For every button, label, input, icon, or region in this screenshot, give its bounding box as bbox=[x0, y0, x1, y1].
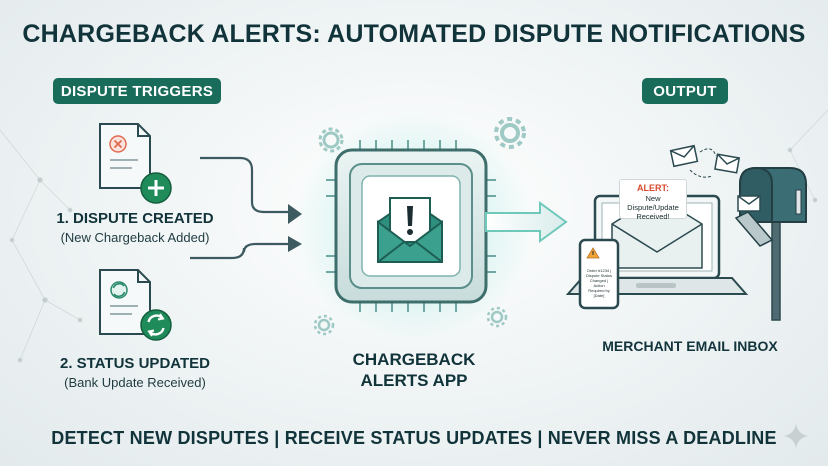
status-update-document-icon bbox=[99, 269, 172, 341]
phone-icon bbox=[578, 238, 620, 310]
trigger-1-title: 1. DISPUTE CREATED bbox=[56, 210, 214, 227]
envelope-icon bbox=[669, 144, 699, 168]
sparkle-icon bbox=[784, 424, 808, 448]
gear-icon bbox=[313, 314, 335, 336]
network-decoration-left bbox=[0, 129, 83, 363]
page-title: CHARGEBACK ALERTS: AUTOMATED DISPUTE NOT… bbox=[22, 20, 806, 48]
envelope-alert-icon bbox=[377, 197, 443, 263]
new-dispute-document-icon bbox=[99, 123, 172, 204]
output-arrow bbox=[485, 201, 568, 243]
mailbox-icon bbox=[734, 166, 807, 321]
trigger-arrow-updated-head bbox=[288, 236, 302, 252]
gear-icon bbox=[494, 117, 526, 149]
trigger-2-subtitle: (Bank Update Received) bbox=[64, 375, 206, 390]
alert-notification-card: ALERT: New Dispute/Update Received! bbox=[619, 179, 687, 221]
app-label-line1: CHARGEBACK bbox=[352, 350, 476, 369]
alert-text: New Dispute/Update Received! bbox=[627, 193, 679, 221]
motion-trail bbox=[699, 148, 717, 157]
alert-prefix: ALERT: bbox=[637, 183, 669, 193]
trigger-arrow-created bbox=[200, 156, 290, 214]
inbox-label: MERCHANT EMAIL INBOX bbox=[602, 338, 778, 354]
motion-trail bbox=[689, 169, 713, 178]
footer-tagline: DETECT NEW DISPUTES | RECEIVE STATUS UPD… bbox=[51, 428, 777, 448]
envelope-icon bbox=[714, 153, 741, 174]
chip-pins bbox=[326, 140, 496, 312]
trigger-arrow-updated bbox=[190, 242, 290, 260]
app-label-line2: ALERTS APP bbox=[360, 371, 468, 390]
trigger-1-subtitle: (New Chargeback Added) bbox=[60, 230, 210, 245]
triggers-heading: DISPUTE TRIGGERS bbox=[53, 78, 221, 104]
output-heading: OUTPUT bbox=[642, 78, 728, 104]
phone-notification-text: Order #1234 | Dispute Status Changed | A… bbox=[585, 268, 612, 298]
trigger-2-title: 2. STATUS UPDATED bbox=[59, 355, 210, 372]
